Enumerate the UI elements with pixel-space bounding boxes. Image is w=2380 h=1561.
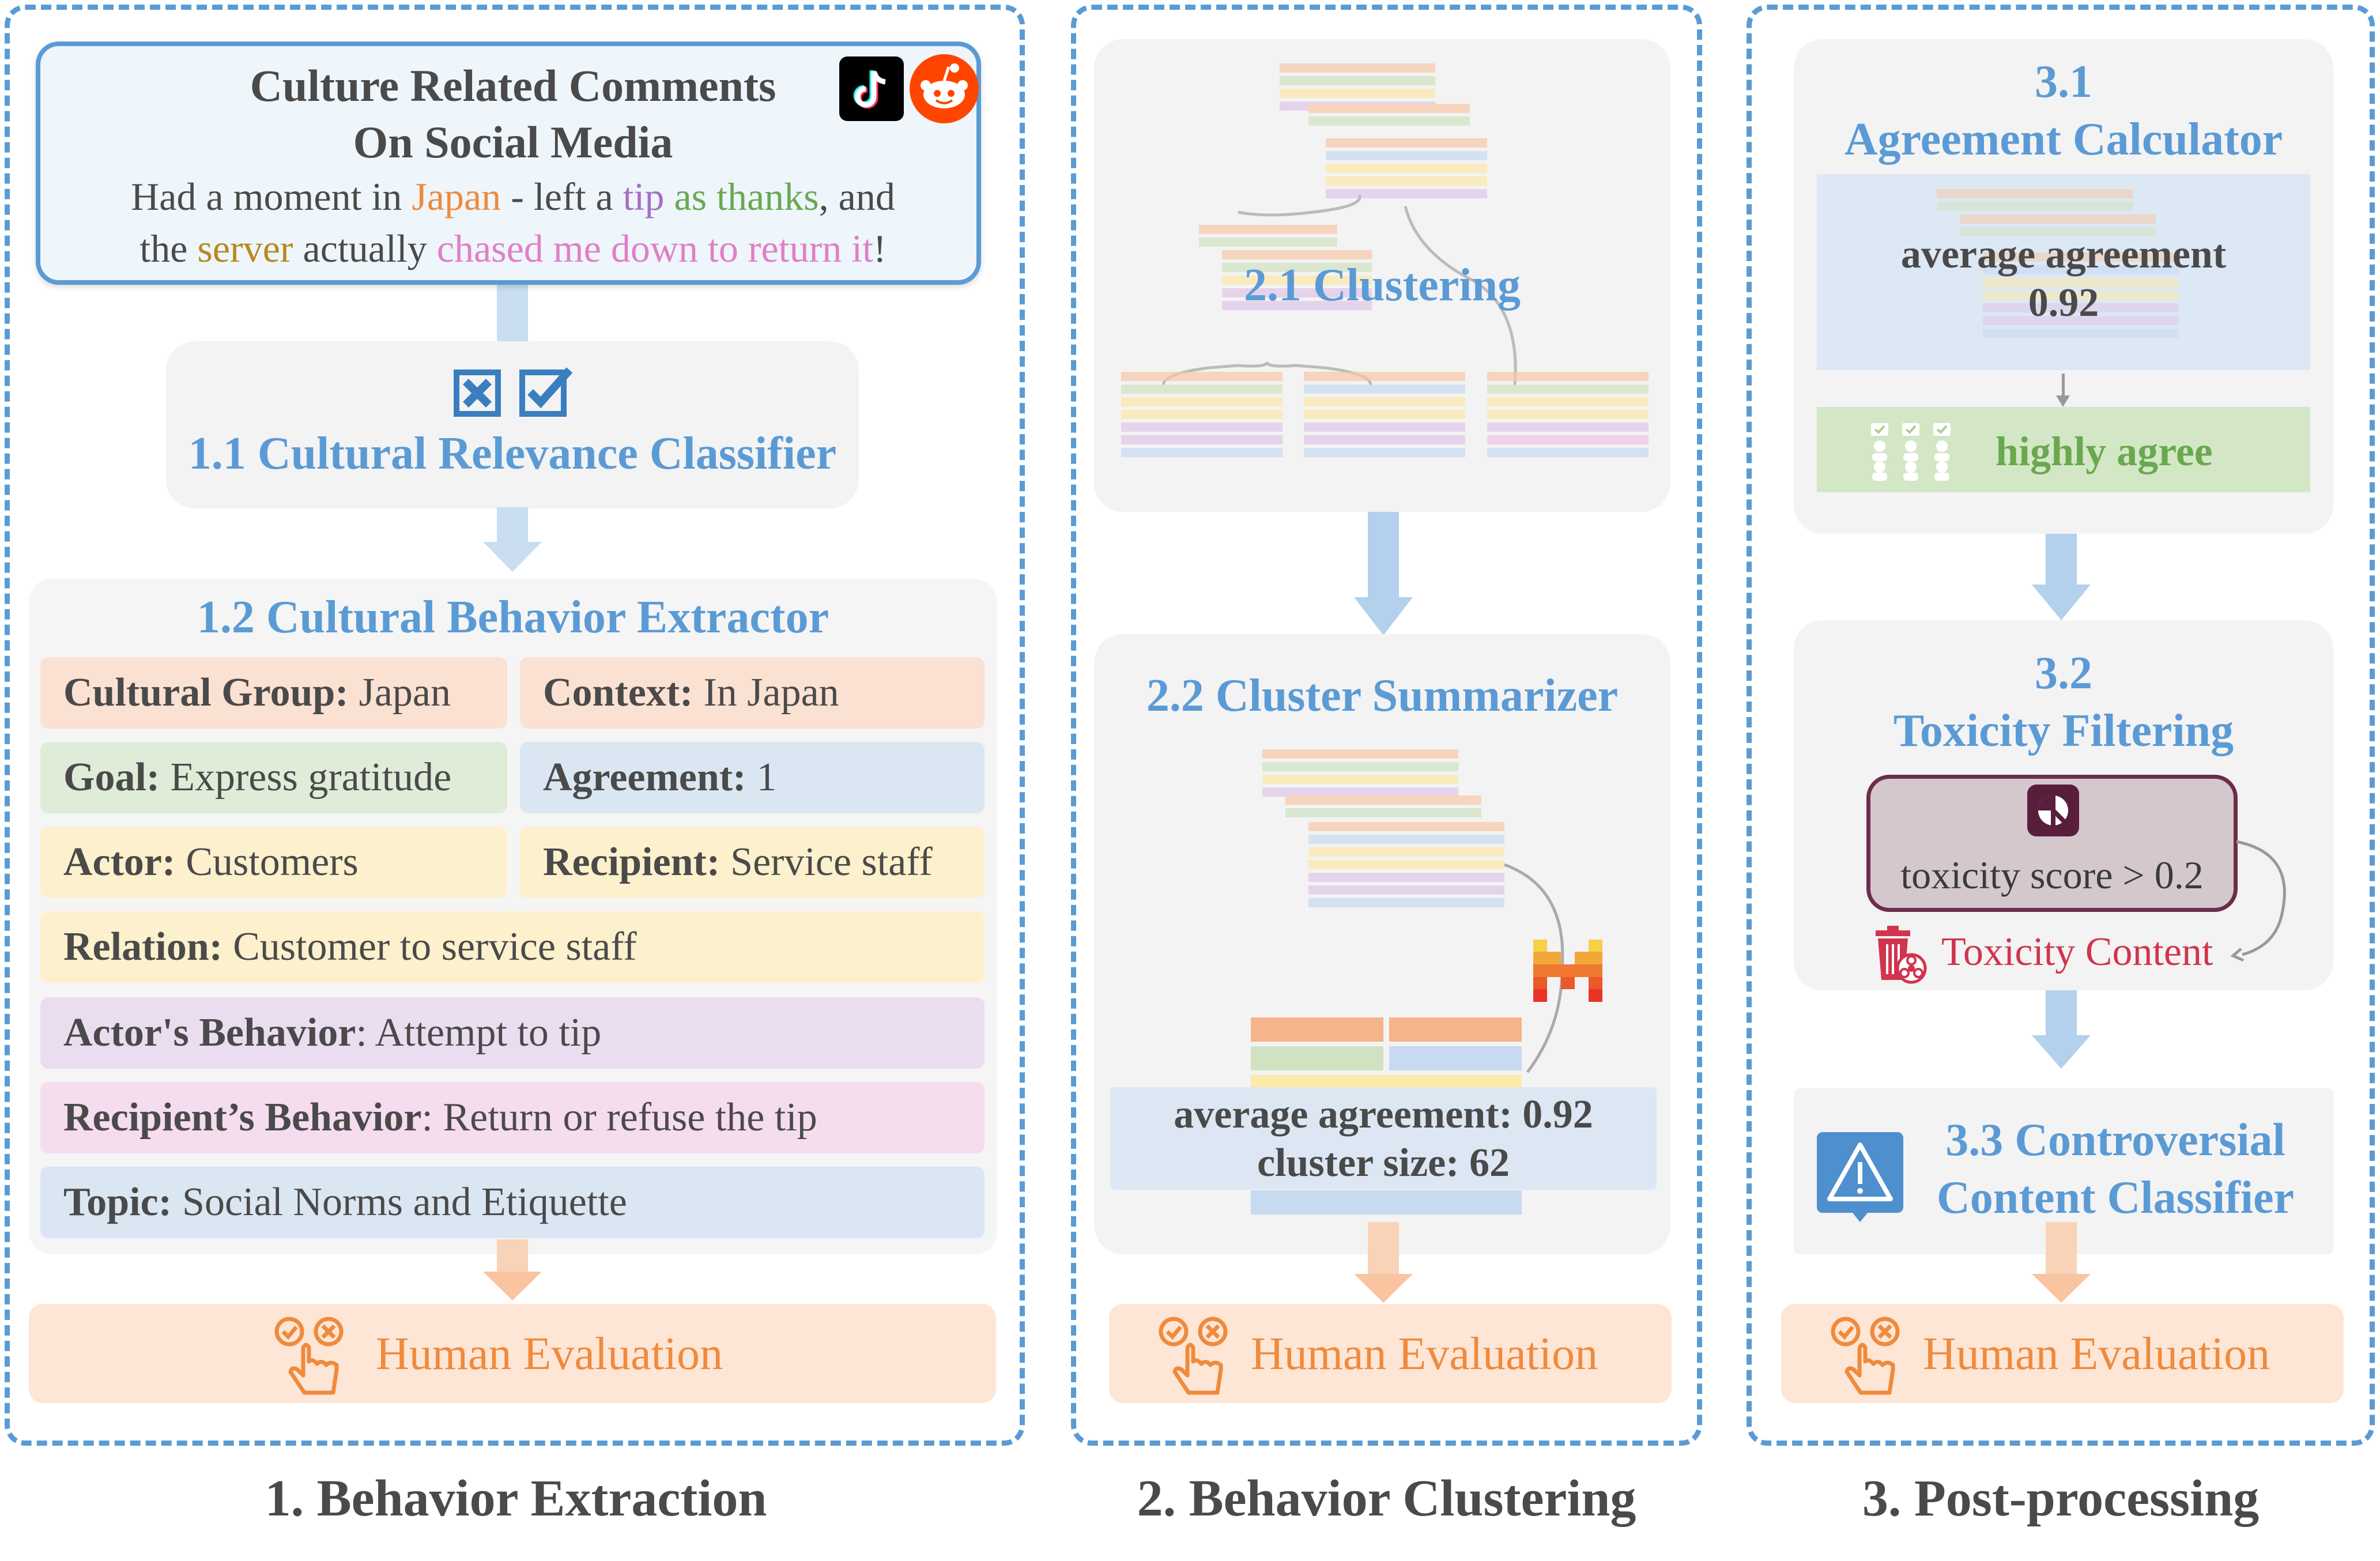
summarizer-table-stack xyxy=(1262,749,1516,928)
agreement-average-value: 0.92 xyxy=(2028,281,2099,325)
field-relation: Relation:Customer to service staff xyxy=(40,911,985,983)
reddit-icon xyxy=(908,53,980,125)
comment-title: Culture Related Comments On Social Media xyxy=(250,61,776,167)
clustering-table-stack-top xyxy=(1280,63,1487,208)
agreement-average: average agreement 0.92 xyxy=(1817,231,2310,327)
trash-biohazard-icon xyxy=(1868,925,1928,985)
arrow-head-2 xyxy=(483,1272,542,1300)
field-actor-behavior: Actor's Behavior: Attempt to tip xyxy=(40,997,985,1069)
small-arrow-head xyxy=(2056,395,2070,407)
field-context: Context:In Japan xyxy=(520,657,985,729)
human-eval-label-3: Human Evaluation xyxy=(1923,1329,2270,1379)
field-recipient-behavior: Recipient’s Behavior: Return or refuse t… xyxy=(40,1082,985,1153)
panel-2-border xyxy=(1071,5,1702,1446)
clustering-title: 2.1 Clustering xyxy=(1244,260,1521,311)
arrow-classifier-to-extractor xyxy=(497,507,528,542)
human-eval-hand-icon xyxy=(1827,1312,1908,1398)
checkbox-x-icon xyxy=(453,367,505,418)
toxicity-content-label: Toxicity Content xyxy=(1941,930,2213,974)
arrow-head-3 xyxy=(1354,597,1413,635)
cluster-table-1 xyxy=(1121,372,1283,470)
caption-3: 3. Post-processing xyxy=(1862,1470,2260,1527)
classifier-box: 1.1 Cultural Relevance Classifier xyxy=(166,341,859,508)
small-arrow-line xyxy=(2062,374,2065,397)
summary-avg-agreement: average agreement: 0.92 xyxy=(1174,1092,1593,1137)
cluster-table-3 xyxy=(1487,372,1649,470)
clustering-table-stack-mid xyxy=(1199,225,1389,340)
human-eval-hand-icon xyxy=(271,1312,352,1398)
agreement-average-label: average agreement xyxy=(1900,232,2227,277)
field-goal: Goal:Express gratitude xyxy=(40,742,507,813)
field-agreement: Agreement:1 xyxy=(520,742,985,813)
comment-box: Culture Related Comments On Social Media… xyxy=(36,42,981,285)
tiktok-icon xyxy=(839,56,904,121)
panel-1-border xyxy=(5,5,1025,1446)
toxicity-link-line xyxy=(2231,840,2286,962)
people-grid-icon xyxy=(1869,421,1955,481)
summary-table xyxy=(1251,1017,1522,1219)
human-eval-box-3: Human Evaluation xyxy=(1781,1304,2344,1403)
toxicity-score-box: toxicity score > 0.2 xyxy=(1866,775,2238,912)
human-eval-box-1: Human Evaluation xyxy=(29,1304,996,1403)
arrow-comment-to-classifier xyxy=(497,282,528,352)
mistral-logo-icon xyxy=(1533,940,1602,1002)
toxicity-score-label: toxicity score > 0.2 xyxy=(1900,853,2204,897)
cluster-table-2 xyxy=(1304,372,1465,470)
arrow-head-1 xyxy=(483,542,542,572)
field-recipient: Recipient:Service staff xyxy=(520,827,985,898)
classifier-title: 1.1 Cultural Relevance Classifier xyxy=(188,428,837,479)
summary-cluster-size: cluster size: 62 xyxy=(1257,1141,1510,1185)
arrow-head-6 xyxy=(2032,1035,2091,1069)
arrow-head-7 xyxy=(2032,1274,2091,1303)
extractor-title: 1.2 Cultural Behavior Extractor xyxy=(197,592,829,643)
toxicity-title: 3.2 Toxicity Filtering xyxy=(1893,648,2234,756)
arrow-head-5 xyxy=(2032,585,2091,620)
field-topic: Topic:Social Norms and Etiquette xyxy=(40,1167,985,1238)
toxicity-model-icon xyxy=(2027,785,2079,836)
human-eval-hand-icon xyxy=(1155,1312,1236,1398)
checkbox-check-icon xyxy=(519,367,574,418)
agreement-calculator-title: 3.1 Agreement Calculator xyxy=(1844,56,2283,165)
arrow-toxicity-to-controversial xyxy=(2046,990,2077,1036)
highly-agree-box: highly agree xyxy=(1817,407,2310,492)
summary-stats-box: average agreement: 0.92 cluster size: 62 xyxy=(1110,1087,1657,1190)
field-actor: Actor:Customers xyxy=(40,827,507,898)
field-cultural-group: Cultural Group:Japan xyxy=(40,657,507,729)
highly-agree-label: highly agree xyxy=(1996,428,2213,474)
arrow-agreement-to-toxicity xyxy=(2046,534,2077,586)
human-eval-box-2: Human Evaluation xyxy=(1109,1304,1672,1403)
agreement-table-stack xyxy=(1937,189,2190,356)
human-eval-label-2: Human Evaluation xyxy=(1251,1329,1598,1379)
warning-icon xyxy=(1817,1132,1903,1224)
arrow-controversial-to-eval xyxy=(2046,1222,2077,1275)
controversial-title: 3.3 Controversial Content Classifier xyxy=(1937,1115,2294,1223)
arrow-clustering-to-summarizer xyxy=(1368,512,1399,598)
summarizer-title: 2.2 Cluster Summarizer xyxy=(1146,670,1619,721)
arrow-summarizer-to-eval xyxy=(1368,1222,1399,1275)
comment-text: Had a moment in Japan - left a tip as th… xyxy=(131,175,895,270)
arrow-head-4 xyxy=(1354,1274,1413,1303)
human-eval-label-1: Human Evaluation xyxy=(376,1329,723,1379)
caption-1: 1. Behavior Extraction xyxy=(265,1470,767,1527)
caption-2: 2. Behavior Clustering xyxy=(1137,1470,1636,1527)
panel-3-border xyxy=(1747,5,2375,1446)
arrow-extractor-to-eval xyxy=(497,1239,528,1274)
